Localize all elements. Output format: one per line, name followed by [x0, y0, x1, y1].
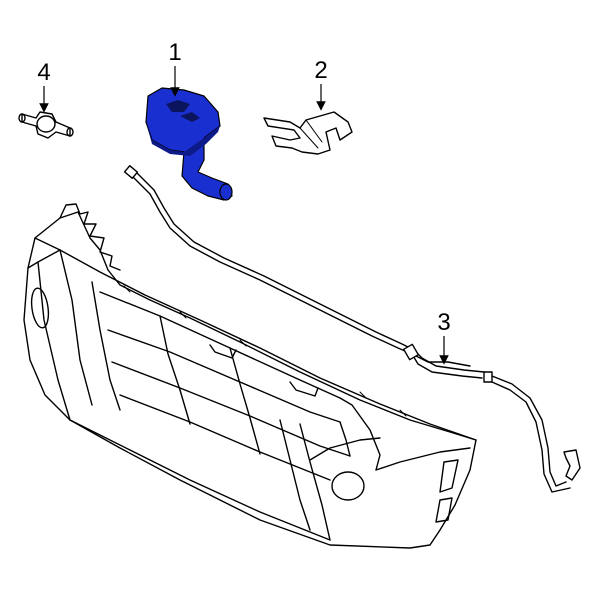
callout-2: 2 — [314, 57, 328, 111]
callout-3: 3 — [437, 309, 451, 365]
hose-connector[interactable] — [18, 111, 74, 139]
callout-label-2: 2 — [314, 57, 327, 84]
callout-label-1: 1 — [168, 39, 181, 66]
washer-nozzle[interactable] — [145, 87, 233, 201]
washer-hose — [123, 165, 581, 493]
callout-label-4: 4 — [37, 59, 50, 86]
callout-label-3: 3 — [437, 309, 450, 336]
callout-4: 4 — [37, 59, 51, 113]
callout-1: 1 — [168, 39, 182, 97]
nozzle-clip[interactable] — [263, 111, 353, 155]
bumper-cover — [23, 203, 477, 549]
